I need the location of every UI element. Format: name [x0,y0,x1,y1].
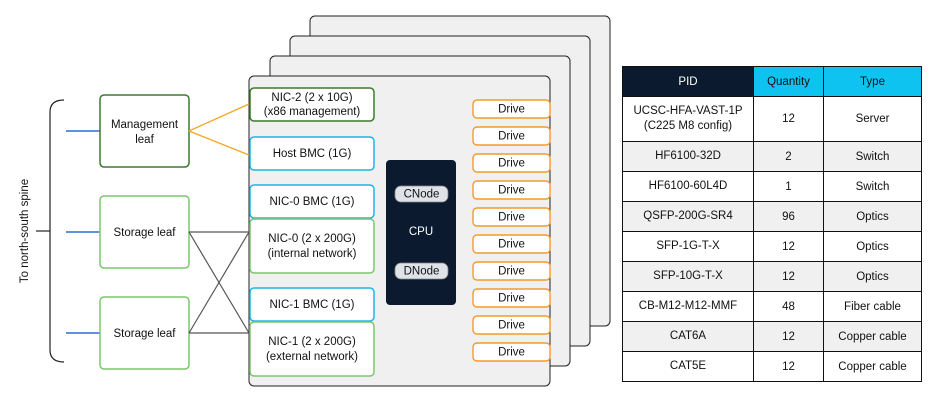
drive-label: Drive [498,239,525,251]
cell-quantity: 2 [753,141,824,172]
cell-quantity: 12 [753,96,824,142]
header-quantity: Quantity [753,66,824,97]
drive-box [472,207,551,227]
cell-pid: QSFP-200G-SR4 [622,201,754,232]
nic0-bmc-label: NIC-0 BMC (1G) [270,196,355,208]
drive-box [472,261,551,281]
drive-label: Drive [498,212,525,224]
cell-type: Copper cable [823,351,922,382]
cpu-label: CPU [409,226,433,238]
storage-leaf-bottom-label: Storage leaf [113,328,176,340]
drive-box [472,99,551,119]
cell-quantity: 12 [753,231,824,262]
cell-type: Optics [823,201,922,232]
nic2-label-2: (x86 management) [264,106,361,118]
nic1-label-2: (external network) [266,351,358,363]
cell-pid: HF6100-32D [622,141,754,172]
drive-label: Drive [498,131,525,143]
table-header-row: PID Quantity Type [622,66,922,97]
nic0-bmc-box [249,184,375,219]
cell-pid: SFP-1G-T-X [622,231,754,262]
cnode-label: CNode [404,189,440,201]
cell-type: Server [823,96,922,142]
header-type: Type [823,66,922,97]
drive-box [472,126,551,146]
dnode-label: DNode [404,266,440,278]
host-bmc-box [249,136,375,171]
cell-type: Fiber cable [823,291,922,322]
dnode-pill [394,262,449,280]
nic2-label-1: NIC-2 (2 x 10G) [271,92,352,104]
drive-label: Drive [498,104,525,116]
drive-label: Drive [498,347,525,359]
cell-pid: UCSC-HFA-VAST-1P (C225 M8 config) [622,96,754,142]
cell-pid: CB-M12-M12-MMF [622,291,754,322]
drive-box [472,153,551,173]
nic1-box [249,321,375,377]
nic0-box [249,218,375,274]
pid-table: PID Quantity Type UCSC-HFA-VAST-1P (C225… [622,66,922,382]
cell-pid: CAT6A [622,321,754,352]
cell-type: Switch [823,141,922,172]
cell-pid: HF6100-60L4D [622,171,754,202]
cell-type: Switch [823,171,922,202]
mgmt-link-nic2 [188,103,250,132]
cell-quantity: 96 [753,201,824,232]
spine-bracket [49,99,65,363]
cell-type: Optics [823,231,922,262]
management-leaf-label-1: Management [111,119,179,131]
drive-label: Drive [498,266,525,278]
nic1-bmc-box [249,287,375,322]
host-bmc-label: Host BMC (1G) [273,148,352,160]
cell-quantity: 1 [753,171,824,202]
cell-quantity: 12 [753,351,824,382]
storage-link-bottom-to-nic0 [188,231,250,334]
nic0-label-2: (internal network) [268,248,357,260]
nic2-box [249,87,375,122]
drive-box [472,180,551,200]
cell-type: Copper cable [823,321,922,352]
cell-pid: SFP-10G-T-X [622,261,754,292]
drive-box [472,315,551,335]
cell-pid: CAT5E [622,351,754,382]
storage-leaf-top-label: Storage leaf [113,227,176,239]
drive-box [472,234,551,254]
drive-box [472,288,551,308]
cell-quantity: 12 [753,321,824,352]
nic1-label-1: NIC-1 (2 x 200G) [268,336,356,348]
drive-label: Drive [498,293,525,305]
drive-label: Drive [498,158,525,170]
spine-label: To north-south spine [19,179,31,283]
nic1-bmc-label: NIC-1 BMC (1G) [270,299,355,311]
drive-label: Drive [498,185,525,197]
cell-quantity: 12 [753,261,824,292]
cnode-pill [394,185,449,203]
mgmt-link-host-bmc [188,130,250,156]
cell-quantity: 48 [753,291,824,322]
management-leaf-label-2: leaf [135,134,154,146]
drive-label: Drive [498,320,525,332]
drive-box [472,342,551,362]
cell-type: Optics [823,261,922,292]
drive-column: DriveDriveDriveDriveDriveDriveDriveDrive… [472,99,551,362]
nic0-label-1: NIC-0 (2 x 200G) [268,233,356,245]
header-pid: PID [622,66,754,97]
